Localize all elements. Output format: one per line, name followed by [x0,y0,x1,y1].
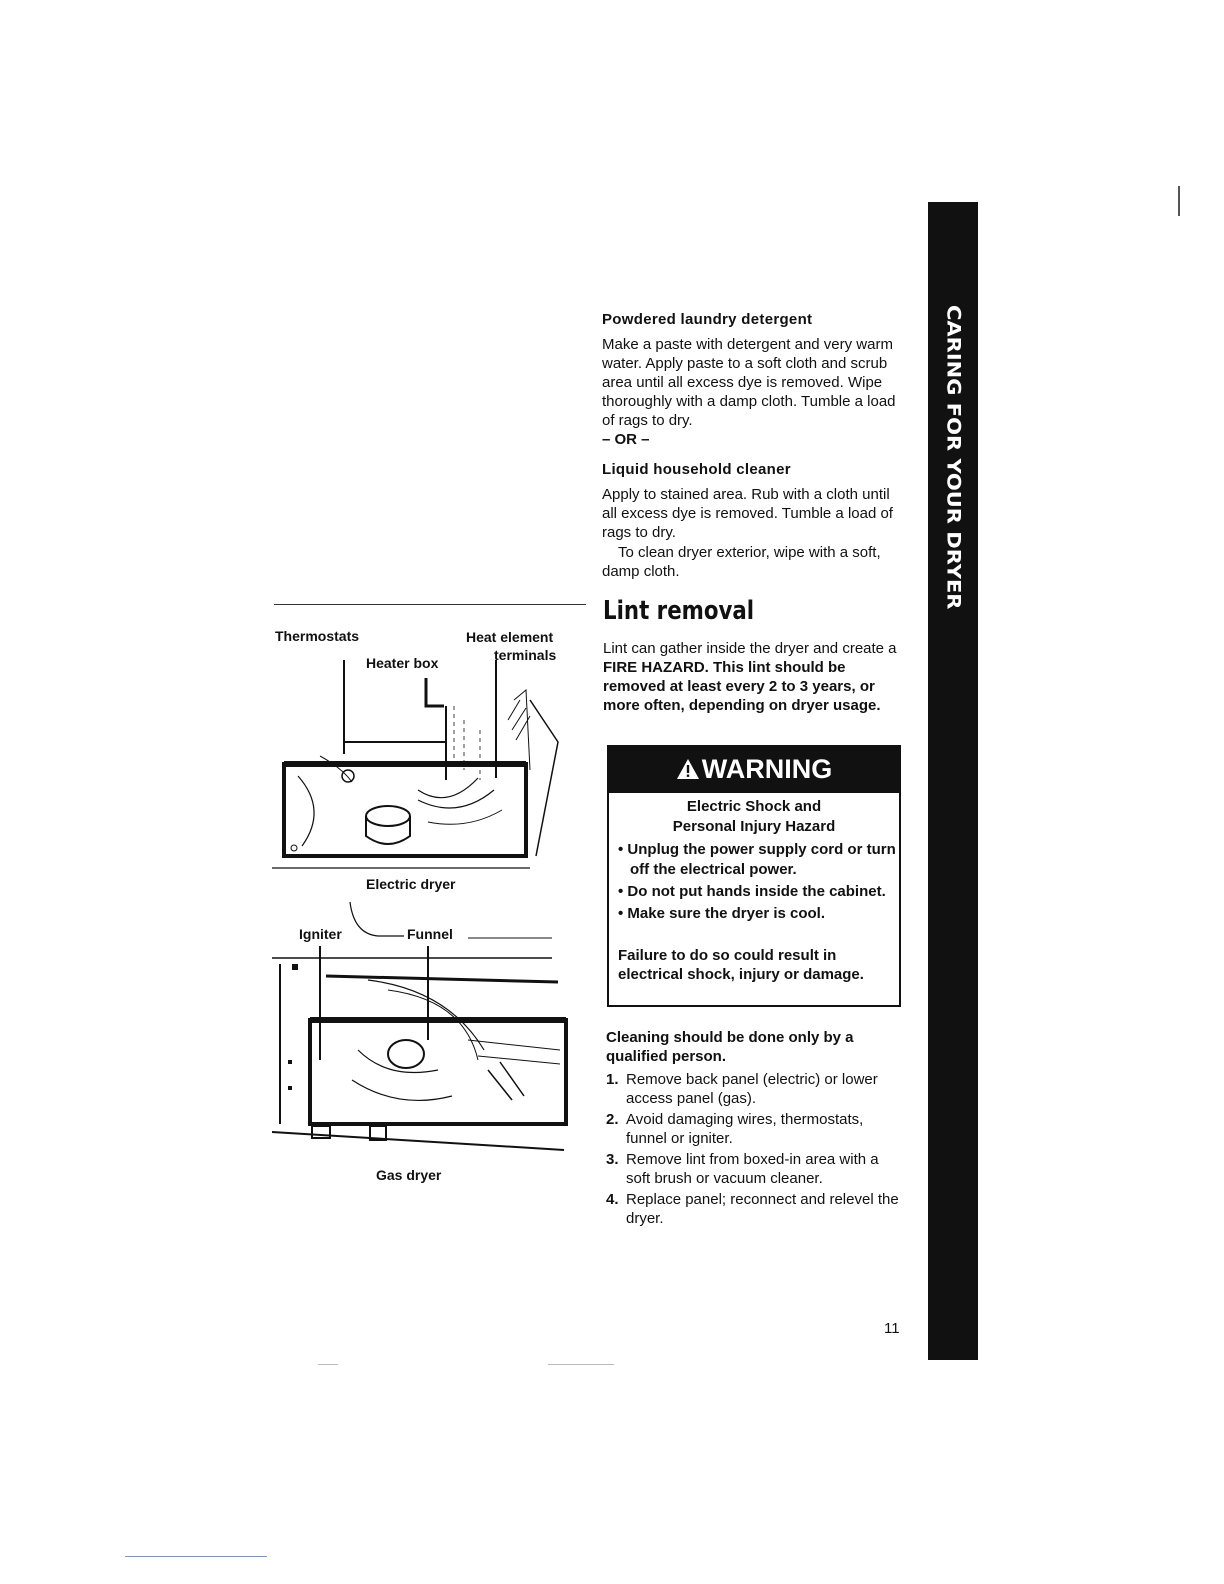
cleaning-step: 2.Avoid damaging wires, thermostats, fun… [606,1111,864,1147]
lint-removal-intro: Lint can gather inside the dryer and cre… [603,639,903,715]
powdered-detergent-text: Make a paste with detergent and very war… [602,336,896,429]
lint-intro-bold: FIRE HAZARD. This lint should be removed… [603,659,881,714]
warning-list: • Unplug the power supply cord or turn o… [618,840,898,926]
warning-title-line1: Electric Shock and [686,798,822,815]
lint-removal-heading: Lint removal [603,596,755,626]
warning-title-line2: Personal Injury Hazard [672,818,836,835]
cleaning-steps: 1.Remove back panel (electric) or lower … [606,1070,906,1230]
side-tab [928,202,978,1360]
cleaning-step: 4.Replace panel; reconnect and relevel t… [606,1191,899,1227]
caption-gas-dryer: Gas dryer [376,1167,442,1183]
or-separator: – OR – [602,431,650,448]
label-thermostats: Thermostats [275,628,360,644]
warning-item: • Make sure the dryer is cool. [618,905,825,922]
label-heat-element-terminals: terminals [494,647,557,663]
liquid-cleaner-text: Apply to stained area. Rub with a cloth … [602,486,893,541]
warning-title: Electric Shock and Personal Injury Hazar… [607,797,901,837]
cleaning-heading: Cleaning should be done only by a qualif… [606,1029,854,1065]
scan-mark [125,1556,267,1557]
liquid-cleaner-heading: Liquid household cleaner [602,461,791,478]
warning-label: WARNING [701,754,833,784]
margin-mark [1178,186,1180,216]
caption-electric-dryer: Electric dryer [366,876,456,892]
powdered-detergent-heading: Powdered laundry detergent [602,311,813,328]
warning-footer: Failure to do so could result in electri… [618,947,864,983]
side-tab-label: CARING FOR YOUR DRYER [943,305,965,610]
label-heat-element: Heat element [466,629,554,645]
scan-mark [318,1364,338,1365]
figure-divider [274,604,586,605]
scan-mark [548,1364,614,1365]
gas-dryer-illustration [271,901,568,1151]
cleaning-step: 1.Remove back panel (electric) or lower … [606,1071,878,1107]
lint-intro-plain: Lint can gather inside the dryer and cre… [603,640,897,657]
warning-item: • Do not put hands inside the cabinet. [618,883,886,900]
label-funnel: Funnel [407,926,453,942]
warning-triangle-icon [676,759,699,779]
warning-item: • Unplug the power supply cord or turn o… [618,841,896,878]
warning-header: WARNING [607,745,901,793]
page-number: 11 [884,1320,900,1337]
label-heater-box: Heater box [366,655,439,671]
cleaning-step: 3.Remove lint from boxed-in area with a … [606,1151,879,1187]
label-igniter: Igniter [299,926,342,942]
exterior-cleaning-text: To clean dryer exterior, wipe with a sof… [602,544,881,580]
electric-dryer-illustration [272,660,559,869]
